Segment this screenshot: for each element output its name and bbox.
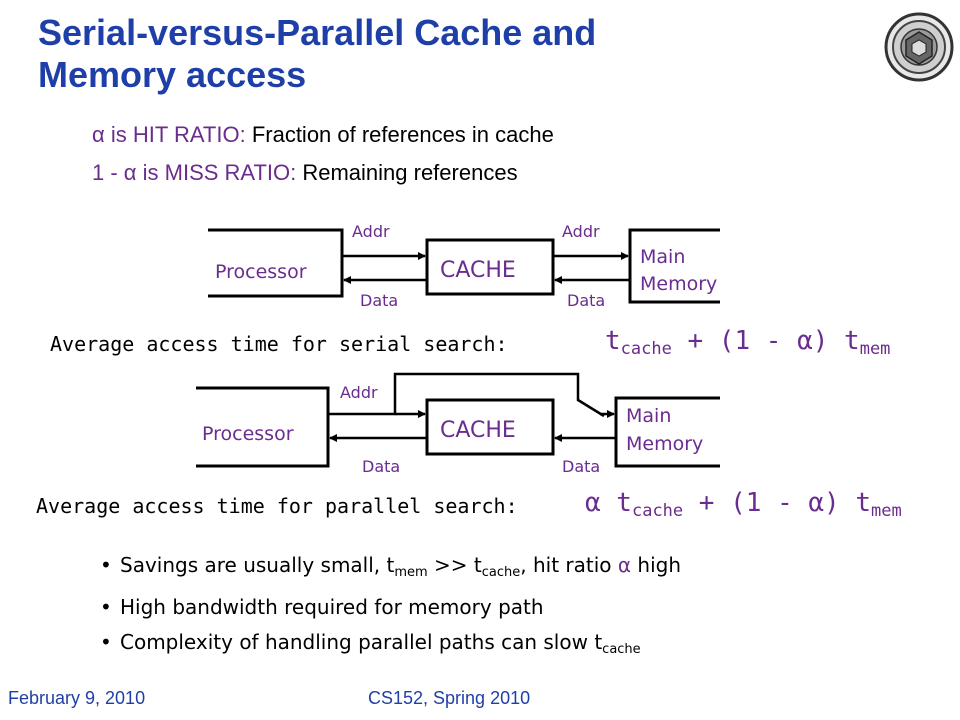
hit-ratio-text: Fraction of references in cache — [245, 122, 554, 147]
alpha-symbol: α — [92, 122, 105, 147]
serial-data-label-right: Data — [567, 291, 605, 310]
parallel-formula-label: Average access time for parallel search: — [36, 494, 518, 518]
serial-formula-label: Average access time for serial search: — [50, 332, 508, 356]
parallel-processor-bracket — [196, 386, 330, 468]
slide-title-line1: Serial-versus-Parallel Cache and — [38, 12, 597, 53]
bullet-text: High bandwidth required for memory path — [120, 595, 544, 619]
parallel-processor-label: Processor — [202, 423, 294, 445]
serial-cache-label: CACHE — [440, 258, 516, 283]
serial-memory-label-line2: Memory — [640, 273, 717, 295]
bullet-text: high — [631, 553, 682, 577]
serial-memory-label-line1: Main — [640, 246, 685, 268]
slide-title-line2: Memory access — [38, 54, 307, 95]
alpha-symbol: α — [123, 160, 137, 185]
alpha-symbol: α — [617, 553, 632, 577]
alpha-symbol: α — [808, 488, 825, 518]
parallel-addr-label: Addr — [340, 383, 378, 402]
parallel-memory-bracket — [614, 396, 720, 468]
parallel-data-label-right: Data — [562, 457, 600, 476]
bullet-text: , hit ratio — [520, 553, 618, 577]
serial-addr-label-left: Addr — [352, 222, 390, 241]
list-item: Complexity of handling parallel paths ca… — [98, 625, 681, 667]
mem-subscript: mem — [394, 565, 428, 580]
serial-processor-bracket — [208, 228, 344, 298]
parallel-memory-label-line1: Main — [626, 405, 671, 427]
list-item: High bandwidth required for memory path — [98, 590, 681, 625]
list-item: Savings are usually small, tmem >> tcach… — [98, 548, 681, 590]
university-seal-logo — [884, 12, 954, 82]
parallel-formula-mid: + (1 - — [683, 488, 809, 518]
serial-formula-cache-sub: cache — [620, 339, 672, 359]
serial-formula-mem-sub: mem — [859, 339, 891, 359]
bullet-list: Savings are usually small, tmem >> tcach… — [98, 548, 681, 667]
alpha-symbol: α — [797, 326, 813, 356]
parallel-search-diagram: Processor CACHE Main Memory Addr Data Da… — [196, 372, 720, 476]
parallel-addr-bus — [328, 372, 605, 418]
serial-search-diagram: Processor CACHE Main Memory Addr Addr Da… — [208, 222, 720, 310]
serial-cache-box — [425, 238, 555, 296]
serial-formula-t: t — [605, 326, 621, 356]
alpha-symbol: α — [585, 488, 601, 518]
parallel-formula-t: t — [600, 488, 632, 518]
serial-processor-label: Processor — [215, 261, 307, 283]
parallel-formula-close: ) t — [824, 488, 872, 518]
hit-ratio-definition: α is HIT RATIO: Fraction of references i… — [92, 122, 554, 148]
miss-ratio-term: is MISS RATIO: — [136, 160, 297, 185]
serial-formula-mid: + (1 - — [671, 326, 798, 356]
parallel-formula-mem-sub: mem — [871, 501, 902, 521]
bullet-text: Savings are usually small, t — [120, 553, 395, 577]
parallel-formula-cache-sub: cache — [631, 501, 684, 521]
parallel-cache-box — [425, 398, 555, 456]
bullet-text: Complexity of handling parallel paths ca… — [120, 630, 603, 654]
miss-ratio-text: Remaining references — [296, 160, 518, 185]
cache-subscript: cache — [481, 565, 521, 580]
serial-memory-bracket — [628, 228, 720, 304]
footer-date: February 9, 2010 — [8, 688, 146, 708]
footer-course: CS152, Spring 2010 — [368, 688, 531, 708]
serial-formula: tcache + (1 - α) tmem — [605, 326, 890, 359]
slide-title: Serial-versus-Parallel Cache and Memory … — [38, 12, 878, 96]
parallel-memory-label-line2: Memory — [626, 433, 703, 455]
serial-data-label-left: Data — [360, 291, 398, 310]
bullet-text: >> t — [427, 553, 482, 577]
miss-ratio-definition: 1 - α is MISS RATIO: Remaining reference… — [92, 160, 518, 186]
cache-subscript: cache — [602, 642, 641, 657]
parallel-data-label-left: Data — [362, 457, 400, 476]
miss-ratio-prefix: 1 - — [92, 160, 124, 185]
serial-addr-label-right: Addr — [562, 222, 600, 241]
parallel-formula: α tcache + (1 - α) tmem — [585, 488, 902, 521]
hit-ratio-term: is HIT RATIO: — [104, 122, 246, 147]
serial-formula-close: ) t — [812, 326, 860, 356]
parallel-cache-label: CACHE — [440, 418, 516, 443]
